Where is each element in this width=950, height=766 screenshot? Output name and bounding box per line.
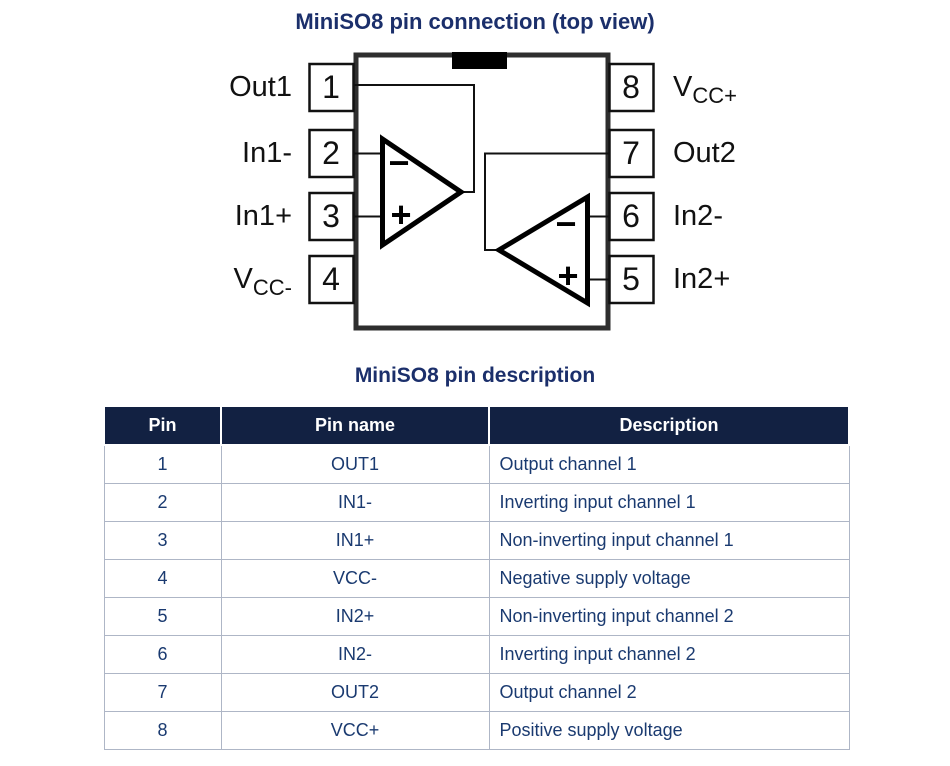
cell-pin: 5 [103, 597, 222, 636]
opamp1-feedback-wire [353, 84, 475, 193]
cell-name: VCC- [220, 559, 490, 598]
header-description: Description [488, 405, 850, 446]
table-header-row: Pin Pin name Description [103, 405, 850, 446]
table-row: 7 OUT2 Output channel 2 [103, 673, 850, 712]
pin8-number: 8 [622, 69, 640, 105]
cell-name: IN2+ [220, 597, 490, 636]
opamp1-minus-sign: − [388, 142, 410, 183]
cell-description: Negative supply voltage [488, 559, 850, 598]
header-pin-name: Pin name [220, 405, 490, 446]
opamp1-plus-sign: + [390, 194, 412, 235]
pin3-number: 3 [322, 198, 340, 234]
pin1-number: 1 [322, 69, 340, 105]
cell-pin: 8 [103, 711, 222, 750]
table-row: 8 VCC+ Positive supply voltage [103, 711, 850, 750]
pin3-label: In1+ [234, 200, 292, 232]
pin8-label: VCC+ [673, 71, 737, 108]
pin6-label: In2- [673, 200, 723, 232]
cell-description: Non-inverting input channel 2 [488, 597, 850, 636]
pin8-box [608, 62, 655, 113]
cell-pin: 7 [103, 673, 222, 712]
pin4-box [308, 254, 355, 305]
table-row: 3 IN1+ Non-inverting input channel 1 [103, 521, 850, 560]
cell-name: IN1+ [220, 521, 490, 560]
cell-pin: 3 [103, 521, 222, 560]
header-pin: Pin [103, 405, 222, 446]
cell-description: Positive supply voltage [488, 711, 850, 750]
opamp2-minus-sign: − [555, 203, 577, 244]
diagram-title: MiniSO8 pin connection (top view) [295, 9, 655, 34]
pin2-number: 2 [322, 135, 340, 171]
pin7-label: Out2 [673, 137, 736, 169]
table-row: 2 IN1- Inverting input channel 1 [103, 483, 850, 522]
opamp2-triangle [494, 192, 590, 308]
cell-description: Output channel 1 [488, 444, 850, 484]
pin5-number: 5 [622, 261, 640, 297]
pin3-box [308, 191, 355, 242]
table-row: 5 IN2+ Non-inverting input channel 2 [103, 597, 850, 636]
pin6-number: 6 [622, 198, 640, 234]
pin-description-table: Pin Pin name Description 1 OUT1 Output c… [103, 405, 850, 750]
cell-name: IN1- [220, 483, 490, 522]
pin2-label: In1- [242, 137, 292, 169]
pin2-box [308, 128, 355, 179]
cell-pin: 1 [103, 444, 222, 484]
table-row: 1 OUT1 Output channel 1 [103, 444, 850, 484]
cell-name: VCC+ [220, 711, 490, 750]
cell-description: Output channel 2 [488, 673, 850, 712]
cell-pin: 4 [103, 559, 222, 598]
opamp1-triangle [380, 134, 466, 250]
cell-pin: 2 [103, 483, 222, 522]
pin7-box [608, 128, 655, 179]
table-title: MiniSO8 pin description [354, 364, 596, 387]
pin4-number: 4 [322, 261, 340, 297]
table-row: 6 IN2- Inverting input channel 2 [103, 635, 850, 674]
opamp2-plus-sign: + [557, 255, 579, 296]
pinout-svg [308, 52, 655, 331]
cell-name: OUT2 [220, 673, 490, 712]
cell-description: Non-inverting input channel 1 [488, 521, 850, 560]
pin5-label: In2+ [673, 263, 731, 295]
cell-description: Inverting input channel 2 [488, 635, 850, 674]
pin7-number: 7 [622, 135, 640, 171]
orientation-notch [452, 52, 507, 69]
table-row: 4 VCC- Negative supply voltage [103, 559, 850, 598]
cell-pin: 6 [103, 635, 222, 674]
cell-name: OUT1 [220, 444, 490, 484]
opamp2-feedback-wire [484, 152, 610, 251]
pin4-label: VCC- [233, 263, 292, 300]
cell-description: Inverting input channel 1 [488, 483, 850, 522]
cell-name: IN2- [220, 635, 490, 674]
pin1-label: Out1 [229, 71, 292, 103]
pin1-box [308, 62, 355, 113]
